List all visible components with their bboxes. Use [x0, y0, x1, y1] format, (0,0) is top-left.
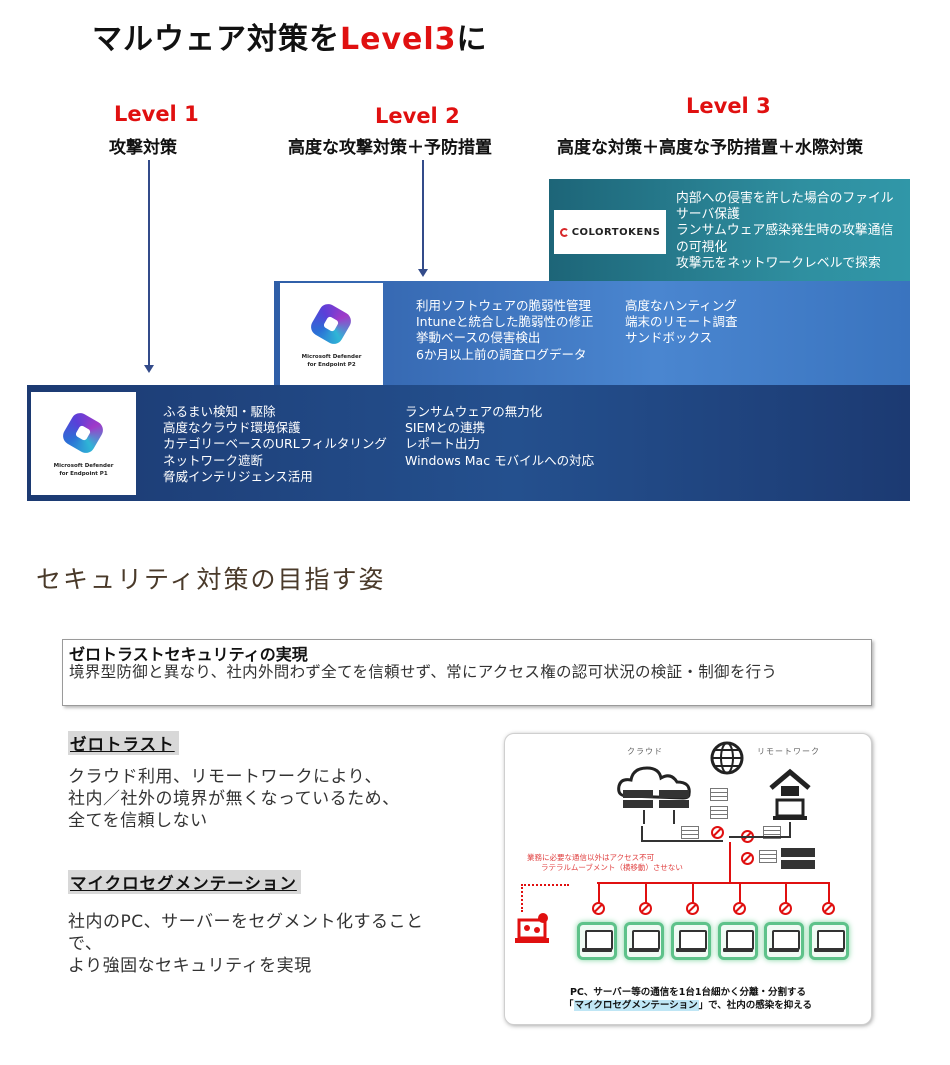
level-1-arrow: [145, 160, 153, 373]
colortokens-ring-icon: [559, 227, 569, 237]
block-icon: [711, 826, 724, 839]
protected-pc: [809, 922, 849, 960]
level-2-arrow: [419, 160, 427, 277]
globe-icon: [710, 741, 744, 775]
block-icon: [639, 902, 652, 915]
level-2-label: Level 2: [375, 104, 460, 128]
block-icon: [779, 902, 792, 915]
defender-p1-icon: [59, 409, 107, 457]
block-icon: [741, 852, 754, 865]
remote-work-icon: [769, 768, 811, 820]
cloud-icon: [617, 766, 691, 824]
page-title: マルウェア対策をLevel3に: [92, 22, 488, 57]
zero-trust-summary-box: ゼロトラストセキュリティの実現 境界型防御と異なり、社内外問わず全てを信頼せず、…: [62, 639, 872, 706]
block-icon: [733, 902, 746, 915]
defender-p2-features-left: 利用ソフトウェアの脆弱性管理 Intuneと統合した脆弱性の修正 挙動ベースの侵…: [416, 298, 594, 362]
firewall-icon: [763, 826, 781, 839]
firewall-icon: [710, 806, 728, 819]
zerotrust-body: クラウド利用、リモートワークにより、 社内／社外の境界が無くなっているため、 全…: [68, 767, 400, 831]
colortokens-logo: COLORTOKENS: [554, 210, 666, 254]
diagram-caption-2: 「マイクロセグメンテーション」で、社内の感染を抑える: [564, 1000, 812, 1011]
defender-p1-band: [27, 385, 910, 501]
protected-pc: [671, 922, 711, 960]
level-1-subtitle: 攻撃対策: [109, 138, 177, 158]
infected-pc-icon: [515, 913, 549, 943]
server-icon: [781, 848, 815, 869]
defender-p2-icon: [307, 300, 355, 348]
block-icon: [822, 902, 835, 915]
firewall-icon: [681, 826, 699, 839]
diagram-label-cloud: クラウド: [627, 747, 663, 756]
diagram-note-1: 業務に必要な通信以外はアクセス不可: [527, 853, 655, 862]
protected-pc: [624, 922, 664, 960]
level-3-subtitle: 高度な対策＋高度な予防措置＋水際対策: [557, 138, 863, 158]
level-3-label: Level 3: [686, 94, 771, 118]
level-2-subtitle: 高度な攻撃対策＋予防措置: [288, 138, 492, 158]
microseg-heading: マイクロセグメンテーション: [68, 870, 301, 894]
firewall-icon: [710, 788, 728, 801]
block-icon: [592, 902, 605, 915]
protected-pc: [764, 922, 804, 960]
defender-p1-features-right: ランサムウェアの無力化 SIEMとの連携 レポート出力 Windows Mac …: [405, 404, 595, 468]
protected-pc: [718, 922, 758, 960]
block-icon: [686, 902, 699, 915]
zero-trust-summary-title: ゼロトラストセキュリティの実現: [69, 645, 308, 664]
title-accent: Level3: [340, 22, 457, 57]
firewall-icon: [759, 850, 777, 863]
defender-p2-features-right: 高度なハンティング 端末のリモート調査 サンドボックス: [625, 298, 738, 346]
diagram-caption-1: PC、サーバー等の通信を1台1台細かく分離・分割する: [569, 987, 807, 998]
zero-trust-summary-text: 境界型防御と異なり、社内外問わず全てを信頼せず、常にアクセス権の認可状況の検証・…: [69, 663, 778, 681]
zerotrust-heading: ゼロトラスト: [68, 731, 179, 755]
microseg-body: 社内のPC、サーバーをセグメント化すること で、 より強固なセキュリティを実現: [68, 912, 424, 976]
level-1-label: Level 1: [114, 102, 199, 126]
diagram-label-remote: リモートワーク: [757, 747, 820, 756]
section-title: セキュリティ対策の目指す姿: [36, 565, 386, 594]
diagram-note-2: ラテラルムーブメント（横移動）させない: [541, 863, 683, 872]
colortokens-features: 内部への侵害を許した場合のファイル サーバ保護 ランサムウェア感染発生時の攻撃通…: [676, 191, 894, 271]
defender-p1-features-left: ふるまい検知・駆除 高度なクラウド環境保護 カテゴリーベースのURLフィルタリン…: [163, 404, 387, 484]
protected-pc: [577, 922, 617, 960]
microsegmentation-diagram: クラウド リモートワーク 業務に必要な通信以外はアクセス不可 ラテラルムーブメン…: [504, 733, 872, 1025]
